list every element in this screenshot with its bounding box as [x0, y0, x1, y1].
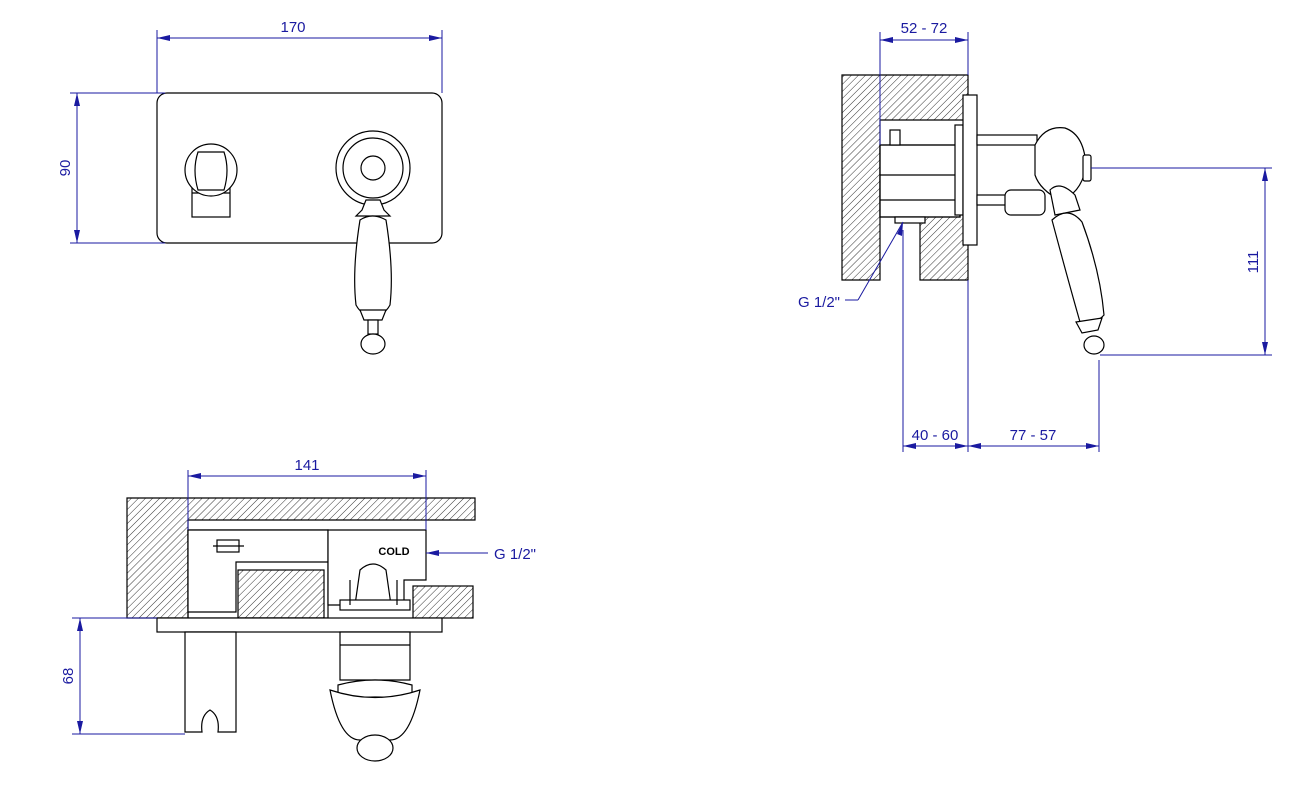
dim-side-depth-text: 52 - 72 — [901, 20, 948, 37]
dim-front-width: 170 — [156, 19, 443, 93]
top-view: COLD 141 — [60, 457, 536, 762]
top-wall-right — [412, 585, 474, 619]
side-wall-lower — [919, 211, 969, 281]
front-diverter-knob — [184, 143, 238, 218]
side-view: G 1/2" 52 - 72 111 — [798, 20, 1272, 452]
dim-top-height-text: 68 — [60, 668, 77, 685]
dim-top-width: 141 — [187, 457, 427, 530]
side-thread-label: G 1/2" — [798, 294, 840, 311]
side-valve-body — [879, 94, 978, 246]
side-lever-handle — [976, 127, 1105, 355]
dim-side-bottom: 40 - 60 77 - 57 — [902, 230, 1100, 452]
dim-front-height: 90 — [57, 92, 165, 244]
top-diverter-knob — [184, 631, 237, 733]
dim-side-depth: 52 - 72 — [879, 20, 969, 145]
top-wall-block — [237, 569, 325, 619]
dim-side-height-text: 111 — [1245, 251, 1262, 274]
dim-side-wall-text: 40 - 60 — [912, 427, 959, 444]
top-plate — [156, 617, 443, 633]
top-thread-callout: G 1/2" — [426, 546, 536, 563]
dim-top-width-text: 141 — [294, 457, 319, 474]
front-view: 170 90 — [57, 19, 443, 355]
top-valve-body: COLD — [187, 529, 427, 619]
dim-top-height: 68 — [60, 617, 185, 735]
dim-front-height-text: 90 — [57, 160, 74, 177]
dim-side-height: 111 — [1091, 167, 1272, 356]
top-lever-handle — [329, 631, 421, 762]
side-thread-callout: G 1/2" — [798, 221, 904, 311]
cold-tag-label: COLD — [378, 546, 409, 558]
top-thread-label: G 1/2" — [494, 546, 536, 563]
dim-front-width-text: 170 — [280, 19, 305, 36]
dim-side-proj-text: 77 - 57 — [1010, 427, 1057, 444]
front-lever-handle — [335, 130, 411, 355]
